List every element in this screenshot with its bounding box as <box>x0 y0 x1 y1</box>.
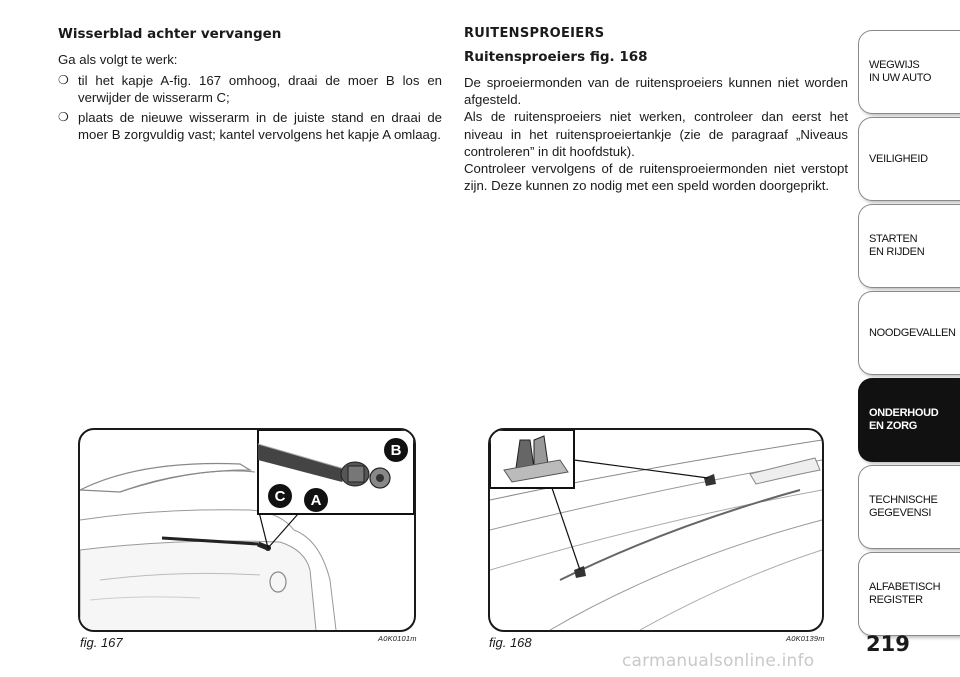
callout-c: C <box>275 488 286 505</box>
chapter-index-sidebar: WEGWIJS IN UW AUTO VEILIGHEID STARTEN EN… <box>858 30 960 639</box>
instruction-list: ❍ til het kapje A-fig. 167 omhoog, draai… <box>58 72 442 143</box>
subsection-heading: Ruitensproeiers fig. 168 <box>464 49 648 65</box>
section-heading-wiper-blade: Wisserblad achter vervangen <box>58 26 282 42</box>
intro-text: Ga als volgt te werk: <box>58 52 178 67</box>
bullet-icon: ❍ <box>58 109 69 124</box>
paragraph: Controleer vervolgens of de ruitensproei… <box>464 161 848 194</box>
tab-alfabetisch[interactable]: ALFABETISCH REGISTER <box>858 552 960 636</box>
callout-a: A <box>311 492 322 509</box>
washer-nozzle-illustration <box>490 430 822 630</box>
tab-starten[interactable]: STARTEN EN RIJDEN <box>858 204 960 288</box>
list-item-text: plaats de nieuwe wisserarm in de juiste … <box>78 109 442 142</box>
tab-technische[interactable]: TECHNISCHE GEGEVENSI <box>858 465 960 549</box>
tab-veiligheid[interactable]: VEILIGHEID <box>858 117 960 201</box>
figure-168-label: fig. 168 <box>489 635 532 650</box>
list-item: ❍ til het kapje A-fig. 167 omhoog, draai… <box>58 72 442 106</box>
tab-label: WEGWIJS IN UW AUTO <box>869 59 932 84</box>
list-item: ❍ plaats de nieuwe wisserarm in de juist… <box>58 109 442 143</box>
paragraph: De sproeiermonden van de ruitensproeiers… <box>464 75 848 108</box>
page-number: 219 <box>866 632 910 656</box>
watermark: carmanualsonline.info <box>622 651 815 671</box>
tab-label: ONDERHOUD EN ZORG <box>869 407 939 432</box>
bullet-icon: ❍ <box>58 73 69 88</box>
tab-label: TECHNISCHE GEGEVENSI <box>869 494 938 519</box>
tab-onderhoud[interactable]: ONDERHOUD EN ZORG <box>858 378 960 462</box>
callout-b: B <box>391 442 402 459</box>
tab-noodgevallen[interactable]: NOODGEVALLEN <box>858 291 960 375</box>
paragraph: Als de ruitensproeiers niet werken, cont… <box>464 109 848 159</box>
figure-167-label: fig. 167 <box>80 635 123 650</box>
tab-label: VEILIGHEID <box>869 152 928 165</box>
figure-167-rear-wiper: B C A <box>78 428 416 632</box>
tab-label: STARTEN EN RIJDEN <box>869 233 925 258</box>
figure-168-code: A0K0139m <box>786 634 825 643</box>
right-column: RUITENSPROEIERS Ruitensproeiers fig. 168… <box>464 26 848 194</box>
figure-168-washer-nozzles <box>488 428 824 632</box>
figure-167-code: A0K0101m <box>378 634 417 643</box>
left-column: Wisserblad achter vervangen Ga als volgt… <box>58 26 442 145</box>
tab-label: NOODGEVALLEN <box>869 326 956 339</box>
tab-wegwijs[interactable]: WEGWIJS IN UW AUTO <box>858 30 960 114</box>
section-title: RUITENSPROEIERS <box>464 26 605 41</box>
tab-label: ALFABETISCH REGISTER <box>869 581 941 606</box>
list-item-text: til het kapje A-fig. 167 omhoog, draai d… <box>78 73 442 106</box>
rear-wiper-illustration: B C A <box>80 430 414 630</box>
